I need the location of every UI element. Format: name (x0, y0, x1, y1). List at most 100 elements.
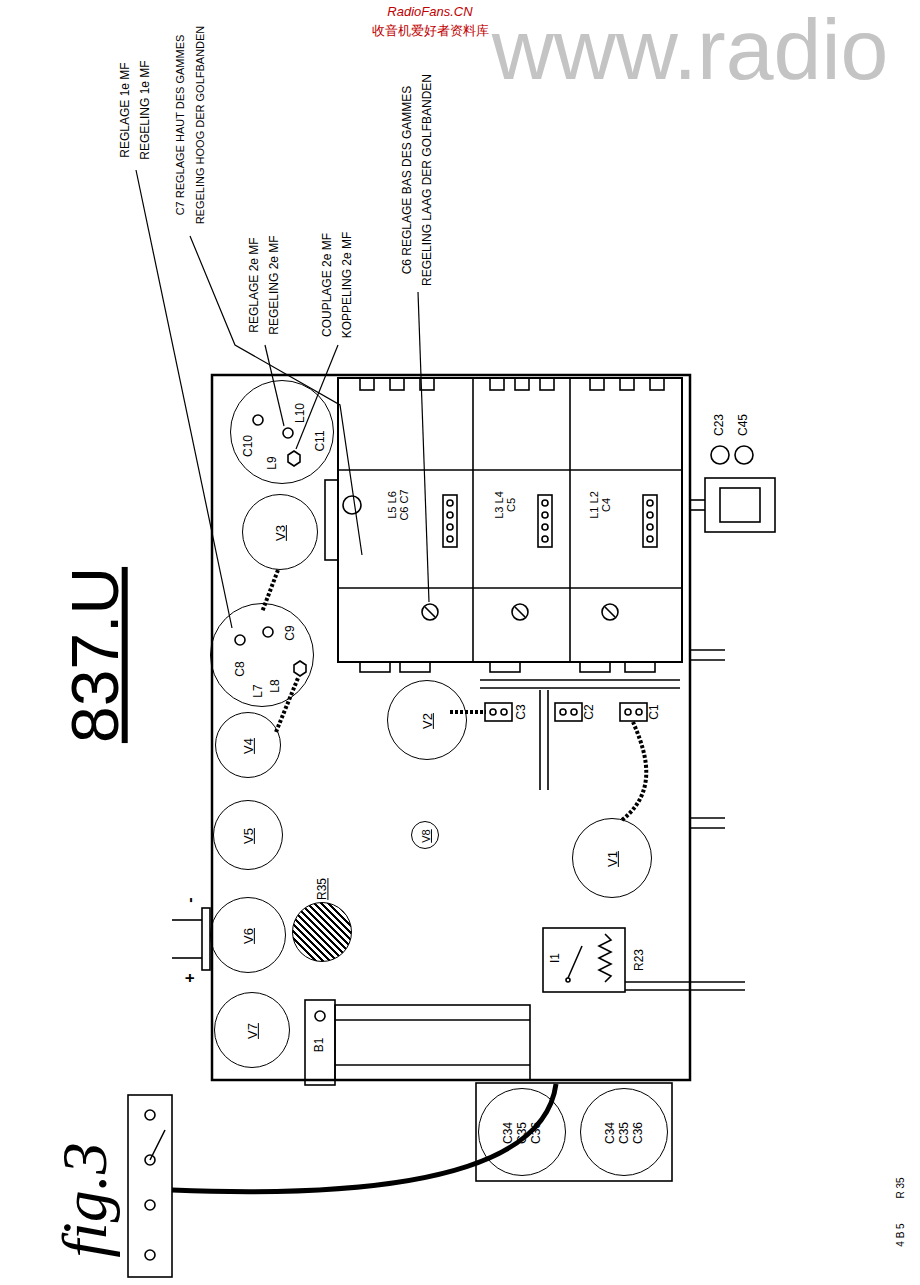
watermark: RadioFans.CN (387, 5, 472, 19)
terminal-hole (447, 536, 453, 542)
terminal-hole (647, 536, 653, 542)
component-label: C35 (618, 1122, 631, 1144)
side-bracket (325, 480, 338, 560)
comb-tab (360, 662, 390, 672)
coil-bump (490, 378, 504, 390)
tube-socket: V4 (215, 712, 281, 778)
polarity-sign: + (181, 973, 199, 982)
callout-text: REGELING 1e MF (139, 60, 152, 159)
shaft (690, 649, 725, 651)
comb-tab (490, 662, 520, 672)
bracket-line (480, 679, 680, 681)
plate-hole (501, 709, 507, 715)
component-label: C34 (604, 1122, 617, 1144)
terminal-hole (647, 500, 653, 506)
component-label: V4 (242, 738, 256, 754)
component-label: R23 (633, 949, 646, 971)
transformer-plate (305, 1000, 335, 1085)
leader-line (418, 292, 429, 602)
shielded-cables (262, 570, 646, 820)
hex-nut (294, 661, 306, 676)
strip-hole (145, 1110, 155, 1120)
column-divider (472, 378, 474, 662)
callout-text: KOPPELING 2e MF (341, 232, 354, 339)
terminal-hole (542, 500, 548, 506)
drive-block (705, 478, 775, 532)
trimmer-screw (512, 604, 528, 620)
transformer-body (335, 1005, 530, 1080)
chassis-outline (212, 375, 690, 1080)
callout-text: REGELING 2e MF (268, 235, 281, 334)
capacitor-symbol (735, 446, 753, 464)
trimmer-plate (620, 703, 647, 721)
coil-bump (620, 378, 634, 390)
component-label: C10 (242, 435, 255, 457)
plate-hole (636, 709, 642, 715)
tube-socket: V6 (210, 897, 286, 973)
adjust-screw (235, 635, 245, 645)
shaft (625, 989, 745, 991)
screw-slot (605, 607, 615, 617)
voltage-strip (128, 1095, 172, 1277)
terminal-hole (647, 512, 653, 518)
trimmer-screws (422, 604, 618, 620)
shaft (690, 499, 705, 501)
terminal-hole (542, 536, 548, 542)
callout-text: C6 REGLAGE BAS DES GAMMES (401, 86, 414, 275)
switch-contact (566, 978, 570, 982)
switch-symbol (568, 946, 582, 978)
grid-cable (450, 710, 486, 714)
component-label: V7 (246, 1023, 260, 1039)
callout-text: REGELING HOOG DER GOLFBANDEN (194, 26, 206, 225)
callout-text: REGELING LAAG DER GOLFBANDEN (421, 74, 434, 286)
capacitor-symbol (711, 446, 729, 464)
chassis-parts (128, 375, 775, 1277)
adjust-screw (263, 627, 273, 637)
section-line (338, 587, 682, 589)
grid-cable (262, 570, 278, 612)
component-label: V5 (242, 828, 256, 844)
rod (539, 690, 541, 790)
leader-line (265, 345, 284, 426)
resistor-symbol (599, 934, 611, 982)
plate-hole (560, 709, 566, 715)
shaft (625, 981, 745, 983)
terminal-strip (538, 495, 552, 547)
component-label: V3 (274, 525, 288, 541)
tube-socket: V2 (387, 680, 467, 760)
component-label: V6 (242, 928, 256, 944)
component-label: L9 (266, 456, 279, 469)
tube-socket: V8 (411, 821, 439, 849)
component-label: C3 (515, 704, 528, 719)
callout-text: C7 REGLAGE HAUT DES GAMMES (174, 35, 186, 216)
switch-box (543, 928, 625, 992)
leader-line (190, 236, 362, 555)
comb-tab (580, 662, 610, 672)
component-label: R35 (316, 878, 329, 900)
screw-slot (425, 607, 435, 617)
section-line (338, 469, 682, 471)
terminal-hole (542, 512, 548, 518)
block-comb (360, 662, 680, 790)
callout-text: COUPLAGE 2e MF (321, 233, 334, 337)
strip-hole (145, 1250, 155, 1260)
tube-socket: V3 (242, 494, 318, 570)
hex-nut (288, 451, 300, 466)
tube-socket: V1 (572, 818, 652, 898)
component-label: V1 (606, 851, 620, 867)
figure-caption: fig.3 (50, 1142, 120, 1258)
comb-tab (400, 662, 430, 672)
coil-block (338, 378, 682, 662)
bracket-line (480, 687, 680, 689)
washer (343, 496, 361, 514)
component-label: C34 (502, 1122, 515, 1144)
coil-label: L1 L2 C4 (588, 487, 612, 523)
plate-hole (625, 709, 631, 715)
shaft (690, 817, 725, 819)
terminal-hole (447, 524, 453, 530)
capacitor-holder (476, 1083, 672, 1181)
drive-inner (720, 488, 760, 522)
component-label: C36 (530, 1122, 543, 1144)
rod (547, 690, 549, 790)
terminal-hole (542, 524, 548, 530)
